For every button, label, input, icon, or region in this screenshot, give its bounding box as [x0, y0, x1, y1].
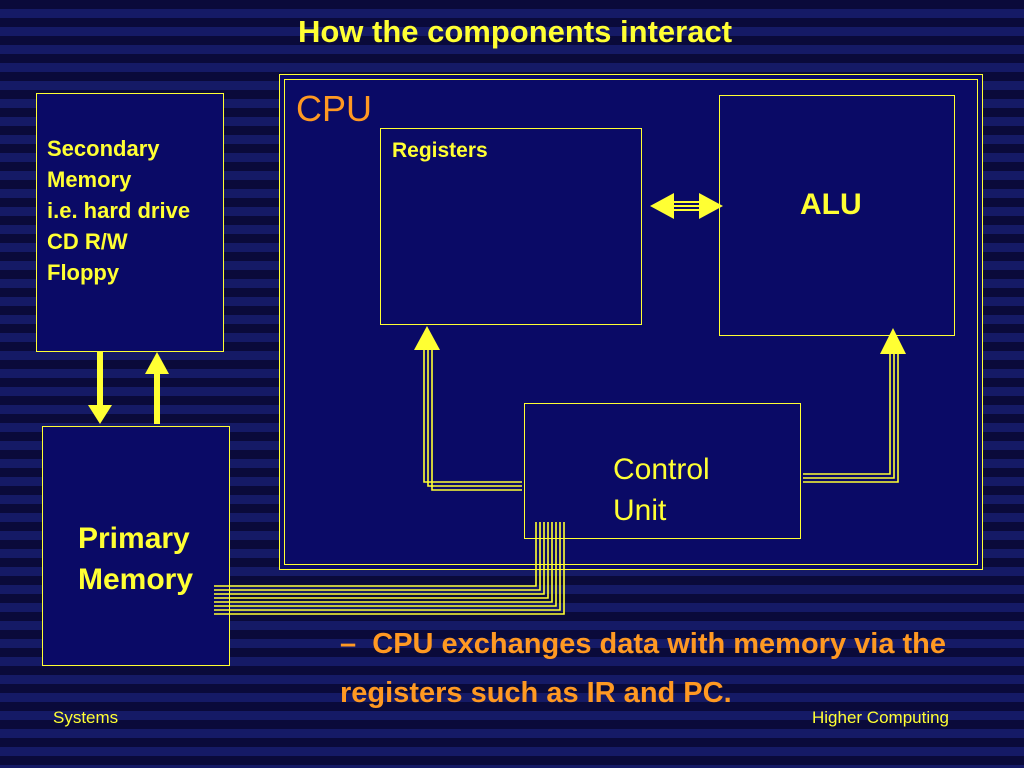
secondary-memory-line: Floppy: [47, 260, 120, 285]
bullet-text: CPU exchanges data with memory via the r…: [340, 628, 947, 709]
secondary-memory-line: CD R/W: [47, 229, 128, 254]
control-unit-label: Control Unit: [613, 449, 710, 531]
slide-title: How the components interact: [297, 14, 733, 49]
secondary-memory-line: i.e. hard drive: [47, 198, 191, 223]
alu-label: ALU: [800, 188, 862, 221]
secondary-memory-box: [36, 93, 224, 352]
registers-label: Registers: [392, 139, 488, 162]
secondary-memory-label: Secondary Memory i.e. hard drive CD R/W …: [47, 133, 190, 288]
cpu-inner-frame: [284, 79, 978, 565]
up-arrow-icon: [145, 352, 169, 424]
cpu-label: CPU: [296, 88, 373, 129]
down-arrow-icon: [88, 352, 112, 424]
primary-memory-box: [42, 426, 230, 666]
footer-left: Systems: [53, 708, 119, 727]
primary-memory-line: Primary: [78, 522, 190, 555]
bullet-point: – CPU exchanges data with memory via the…: [340, 620, 1010, 718]
control-unit-line: Control: [613, 453, 710, 486]
control-unit-box: [524, 403, 801, 539]
secondary-memory-line: Secondary: [47, 136, 160, 161]
bullet-dash: –: [340, 628, 357, 660]
primary-memory-line: Memory: [78, 563, 194, 596]
registers-box: [380, 128, 642, 325]
primary-memory-label: Primary Memory: [78, 518, 193, 600]
secondary-memory-line: Memory: [47, 167, 132, 192]
control-unit-line: Unit: [613, 494, 667, 527]
footer-right: Higher Computing: [812, 708, 950, 727]
